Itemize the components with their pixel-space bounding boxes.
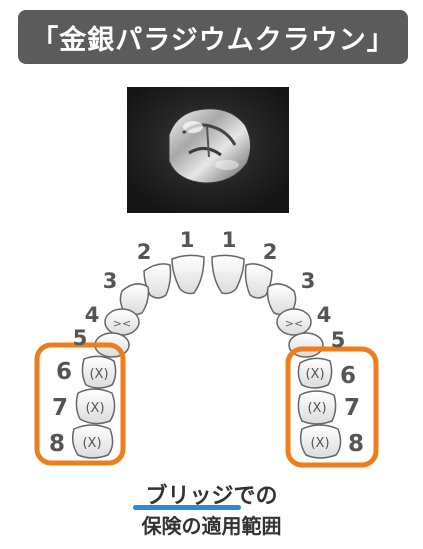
tooth-right-6 bbox=[297, 357, 333, 389]
tooth-upper-right-2 bbox=[244, 263, 273, 299]
silver-crown-icon bbox=[127, 87, 289, 213]
molars-left: (X) (X) (X) bbox=[34, 342, 126, 466]
svg-text:(X): (X) bbox=[305, 367, 324, 382]
tooth-left-6 bbox=[81, 355, 117, 389]
page-title: 「金銀パラジウムクラウン」 bbox=[31, 24, 395, 56]
svg-text:><: >< bbox=[285, 317, 303, 330]
highlight-box-right bbox=[285, 346, 379, 468]
caption-emphasis: ブリッジ bbox=[145, 484, 234, 509]
svg-text:(X): (X) bbox=[89, 367, 108, 382]
caption-line-2: 保険の適用範囲 bbox=[141, 514, 282, 538]
label-upper-right-4: 4 bbox=[317, 303, 332, 327]
teeth-group-anterior: >< >< bbox=[94, 254, 324, 358]
label-upper-right-2: 2 bbox=[263, 240, 278, 264]
svg-text:(X): (X) bbox=[310, 436, 329, 451]
label-upper-right-5: 5 bbox=[331, 328, 346, 352]
crown-photo bbox=[127, 87, 289, 213]
svg-text:(X): (X) bbox=[307, 401, 326, 416]
label-upper-left-4: 4 bbox=[85, 303, 100, 327]
label-left-6: 6 bbox=[56, 359, 72, 385]
label-upper-left-1: 1 bbox=[180, 228, 195, 252]
tooth-left-8 bbox=[71, 424, 114, 459]
label-upper-right-1: 1 bbox=[222, 228, 237, 252]
label-left-8: 8 bbox=[49, 431, 65, 457]
tooth-right-7 bbox=[297, 390, 337, 425]
caption-rest: での bbox=[233, 484, 278, 509]
label-right-8: 8 bbox=[348, 431, 364, 457]
label-right-7: 7 bbox=[344, 395, 360, 421]
dental-arch-diagram: >< >< (X) (X) (X) (X) (X) (X) 1 2 3 4 5 … bbox=[34, 228, 379, 468]
label-upper-left-2: 2 bbox=[137, 240, 152, 264]
caption-underline bbox=[133, 505, 241, 510]
label-upper-right-3: 3 bbox=[301, 269, 316, 293]
tooth-upper-right-4 bbox=[276, 308, 312, 336]
tooth-upper-left-3 bbox=[119, 283, 150, 316]
tooth-upper-left-1 bbox=[171, 254, 205, 295]
molars-right: (X) (X) (X) bbox=[285, 346, 379, 468]
tooth-left-7 bbox=[75, 388, 116, 425]
label-right-6: 6 bbox=[340, 363, 356, 389]
label-upper-left-5: 5 bbox=[73, 326, 88, 350]
svg-text:(X): (X) bbox=[82, 436, 101, 451]
title-banner: 「金銀パラジウムクラウン」 bbox=[18, 10, 408, 64]
svg-text:><: >< bbox=[113, 317, 131, 330]
tooth-right-8 bbox=[299, 424, 342, 459]
label-left-7: 7 bbox=[52, 395, 68, 421]
tooth-upper-right-1 bbox=[211, 254, 245, 295]
highlight-box-left bbox=[34, 342, 126, 466]
label-upper-left-3: 3 bbox=[103, 269, 118, 293]
caption-line-1: ブリッジでの bbox=[0, 478, 423, 510]
svg-text:(X): (X) bbox=[85, 401, 104, 416]
